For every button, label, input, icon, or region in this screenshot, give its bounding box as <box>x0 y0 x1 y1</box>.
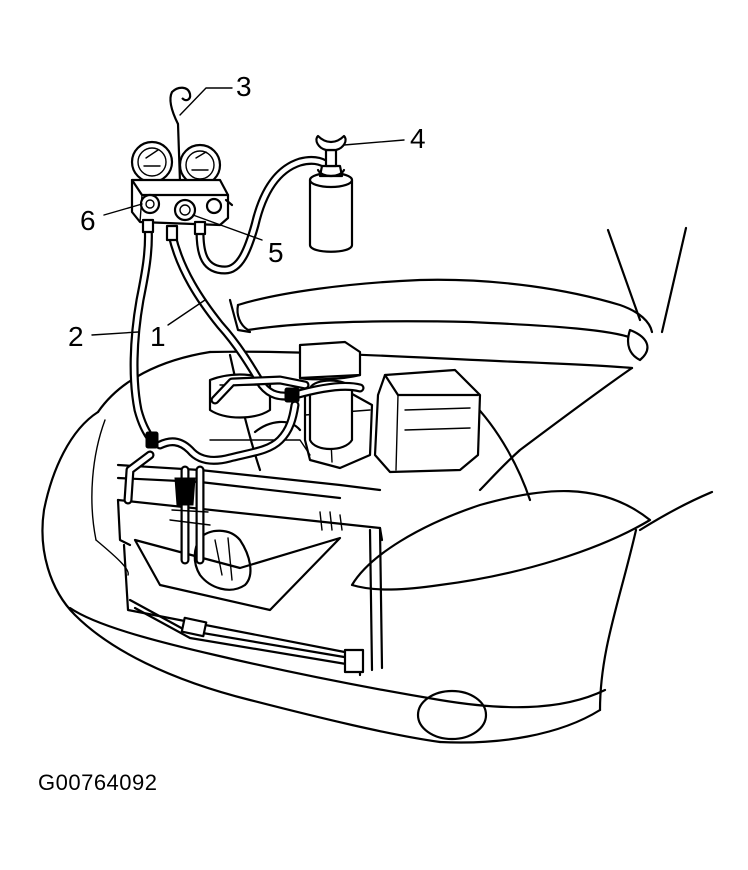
leader-5 <box>192 214 263 241</box>
hose-lines <box>123 155 365 565</box>
callout-5: 5 <box>268 237 284 268</box>
leader-3 <box>179 87 233 116</box>
callout-1: 1 <box>150 321 166 352</box>
manifold-gauge-set <box>130 86 234 242</box>
leader-2 <box>91 331 139 336</box>
condenser-assembly <box>116 463 384 677</box>
leader-1 <box>167 299 206 326</box>
leader-6 <box>103 203 143 216</box>
callout-6: 6 <box>80 205 96 236</box>
callout-4: 4 <box>410 123 426 154</box>
figure-code: G00764092 <box>38 770 158 795</box>
engine-bay <box>208 340 482 474</box>
refrigerant-can <box>308 134 354 253</box>
callout-3: 3 <box>236 71 252 102</box>
leader-4 <box>343 139 405 146</box>
callout-leaders <box>91 87 405 336</box>
callout-2: 2 <box>68 321 84 352</box>
callout-numbers: 3 4 5 6 2 1 <box>68 71 426 352</box>
hood-raised <box>228 226 688 362</box>
